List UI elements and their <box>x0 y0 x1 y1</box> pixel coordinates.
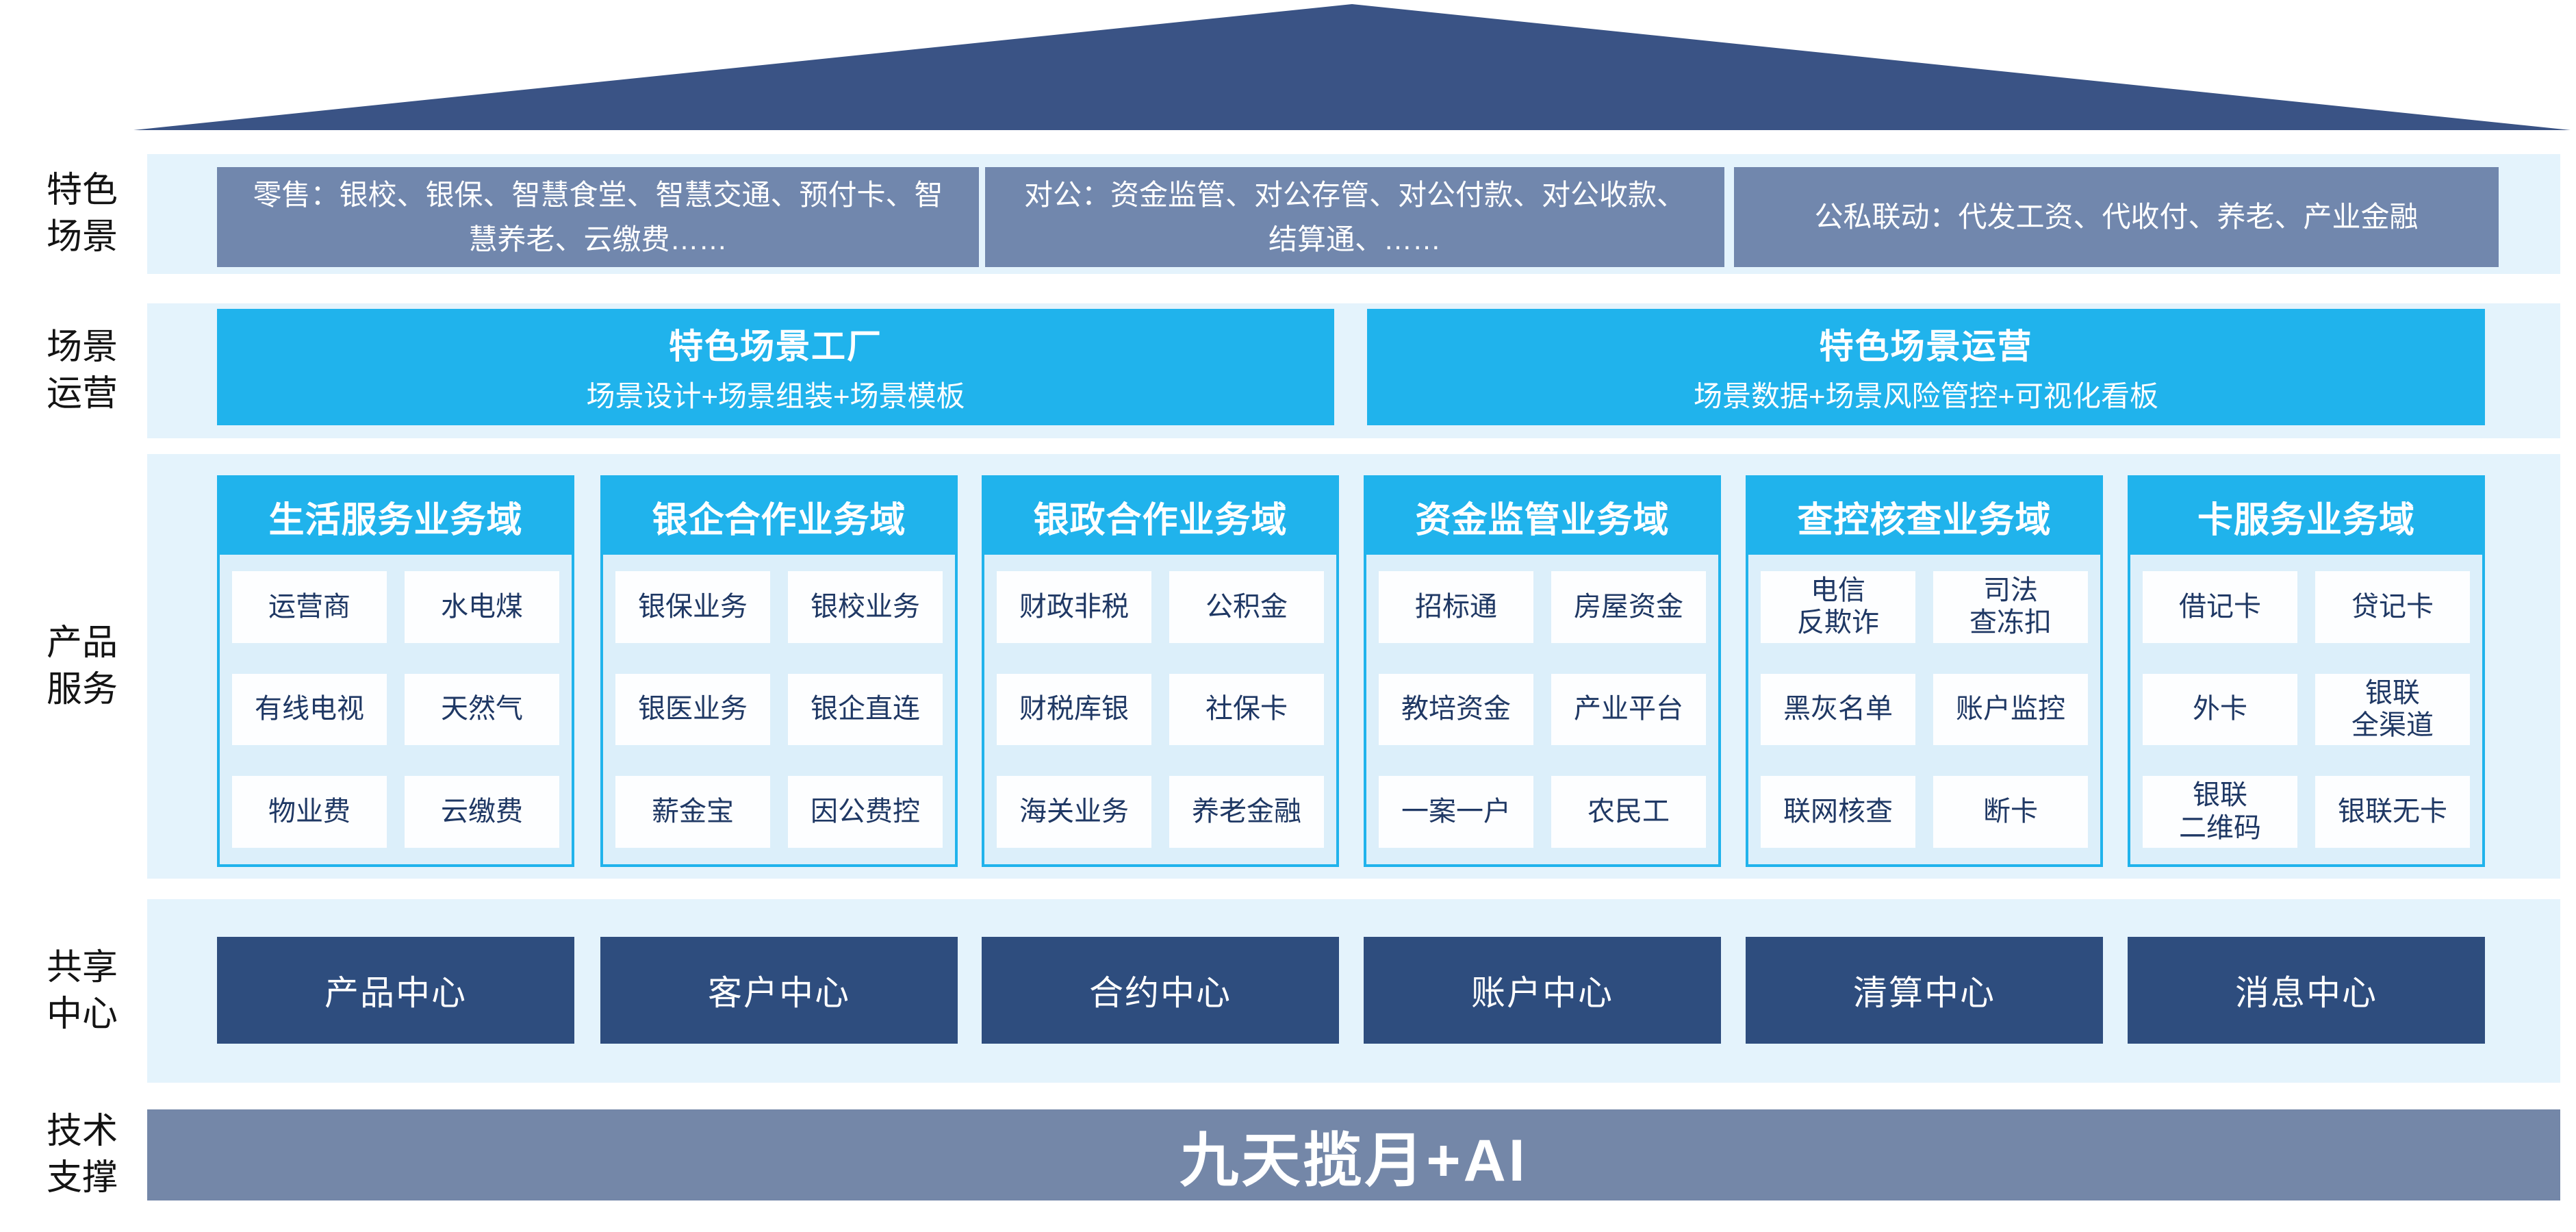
product-cell: 产业平台 <box>1551 673 1706 746</box>
product-cell: 电信 反欺诈 <box>1761 571 1915 643</box>
product-column-body: 借记卡 贷记卡 外卡 银联 全渠道 银联 二维码 银联无卡 <box>2130 555 2482 864</box>
product-cell: 财税库银 <box>997 673 1151 746</box>
operation-box-title: 特色场景运营 <box>1819 327 2033 366</box>
scene-box-linkage: 公私联动：代发工资、代收付、养老、产业金融 <box>1734 167 2499 267</box>
product-cell: 联网核查 <box>1761 776 1915 848</box>
product-cell: 断卡 <box>1933 776 2088 848</box>
product-cell: 账户监控 <box>1933 673 2088 746</box>
side-label-operation: 场景 运营 <box>46 327 118 414</box>
product-column-header: 查控核查业务域 <box>1748 478 2100 555</box>
product-cell: 银企直连 <box>788 673 943 746</box>
product-column-life-services: 生活服务业务域 运营商 水电煤 有线电视 天然气 物业费 云缴费 <box>217 475 574 867</box>
side-label-centers: 共享 中心 <box>46 948 118 1034</box>
product-column-header: 资金监管业务域 <box>1366 478 1718 555</box>
product-cell: 因公费控 <box>788 776 943 848</box>
product-cell: 贷记卡 <box>2315 571 2470 643</box>
product-cell: 银联无卡 <box>2315 776 2470 848</box>
side-label-product: 产品 服务 <box>46 623 118 709</box>
product-cell: 银医业务 <box>615 673 770 746</box>
product-column-body: 银保业务 银校业务 银医业务 银企直连 薪金宝 因公费控 <box>603 555 955 864</box>
product-cell: 云缴费 <box>405 776 559 848</box>
roof-banner <box>133 4 2571 130</box>
product-cell: 天然气 <box>405 673 559 746</box>
product-column-card-services: 卡服务业务域 借记卡 贷记卡 外卡 银联 全渠道 银联 二维码 银联无卡 <box>2128 475 2485 867</box>
product-cell: 银联 全渠道 <box>2315 673 2470 746</box>
operation-box-factory: 特色场景工厂 场景设计+场景组装+场景模板 <box>217 309 1334 425</box>
product-cell: 养老金融 <box>1169 776 1324 848</box>
product-cell: 司法 查冻扣 <box>1933 571 2088 643</box>
scene-box-retail: 零售：银校、银保、智慧食堂、智慧交通、预付卡、智慧养老、云缴费…… <box>217 167 979 267</box>
product-cell: 公积金 <box>1169 571 1324 643</box>
product-column-bank-government: 银政合作业务域 财政非税 公积金 财税库银 社保卡 海关业务 养老金融 <box>982 475 1339 867</box>
product-cell: 海关业务 <box>997 776 1151 848</box>
product-cell: 银联 二维码 <box>2143 776 2297 848</box>
center-box-clearing: 清算中心 <box>1746 937 2103 1044</box>
side-label-scene: 特色 场景 <box>46 171 118 257</box>
product-cell: 农民工 <box>1551 776 1706 848</box>
product-cell: 外卡 <box>2143 673 2297 746</box>
product-column-fund-supervision: 资金监管业务域 招标通 房屋资金 教培资金 产业平台 一案一户 农民工 <box>1364 475 1721 867</box>
center-box-account: 账户中心 <box>1364 937 1721 1044</box>
product-cell: 教培资金 <box>1379 673 1533 746</box>
product-cell: 物业费 <box>232 776 387 848</box>
center-box-message: 消息中心 <box>2128 937 2485 1044</box>
product-cell: 运营商 <box>232 571 387 643</box>
product-column-body: 运营商 水电煤 有线电视 天然气 物业费 云缴费 <box>220 555 572 864</box>
operation-box-title: 特色场景工厂 <box>669 327 882 366</box>
product-cell: 招标通 <box>1379 571 1533 643</box>
operation-box-subtitle: 场景数据+场景风险管控+可视化看板 <box>1693 380 2159 412</box>
center-box-customer: 客户中心 <box>600 937 958 1044</box>
tech-support-bar: 九天揽月+AI <box>147 1109 2560 1200</box>
center-box-product: 产品中心 <box>217 937 574 1044</box>
product-column-body: 财政非税 公积金 财税库银 社保卡 海关业务 养老金融 <box>984 555 1336 864</box>
product-cell: 房屋资金 <box>1551 571 1706 643</box>
product-column-header: 银政合作业务域 <box>984 478 1336 555</box>
operation-box-ops: 特色场景运营 场景数据+场景风险管控+可视化看板 <box>1367 309 2485 425</box>
product-column-body: 电信 反欺诈 司法 查冻扣 黑灰名单 账户监控 联网核查 断卡 <box>1748 555 2100 864</box>
operation-box-subtitle: 场景设计+场景组装+场景模板 <box>586 380 965 412</box>
product-cell: 财政非税 <box>997 571 1151 643</box>
product-cell: 借记卡 <box>2143 571 2297 643</box>
product-cell: 薪金宝 <box>615 776 770 848</box>
scene-box-corporate: 对公：资金监管、对公存管、对公付款、对公收款、结算通、…… <box>985 167 1724 267</box>
product-cell: 社保卡 <box>1169 673 1324 746</box>
product-cell: 银保业务 <box>615 571 770 643</box>
product-column-body: 招标通 房屋资金 教培资金 产业平台 一案一户 农民工 <box>1366 555 1718 864</box>
center-box-contract: 合约中心 <box>982 937 1339 1044</box>
product-column-bank-enterprise: 银企合作业务域 银保业务 银校业务 银医业务 银企直连 薪金宝 因公费控 <box>600 475 958 867</box>
product-column-header: 生活服务业务域 <box>220 478 572 555</box>
side-label-tech: 技术 支撑 <box>46 1111 118 1198</box>
product-column-inquiry-control: 查控核查业务域 电信 反欺诈 司法 查冻扣 黑灰名单 账户监控 联网核查 断卡 <box>1746 475 2103 867</box>
product-cell: 水电煤 <box>405 571 559 643</box>
product-cell: 黑灰名单 <box>1761 673 1915 746</box>
product-cell: 有线电视 <box>232 673 387 746</box>
product-column-header: 银企合作业务域 <box>603 478 955 555</box>
product-column-header: 卡服务业务域 <box>2130 478 2482 555</box>
product-cell: 一案一户 <box>1379 776 1533 848</box>
product-cell: 银校业务 <box>788 571 943 643</box>
